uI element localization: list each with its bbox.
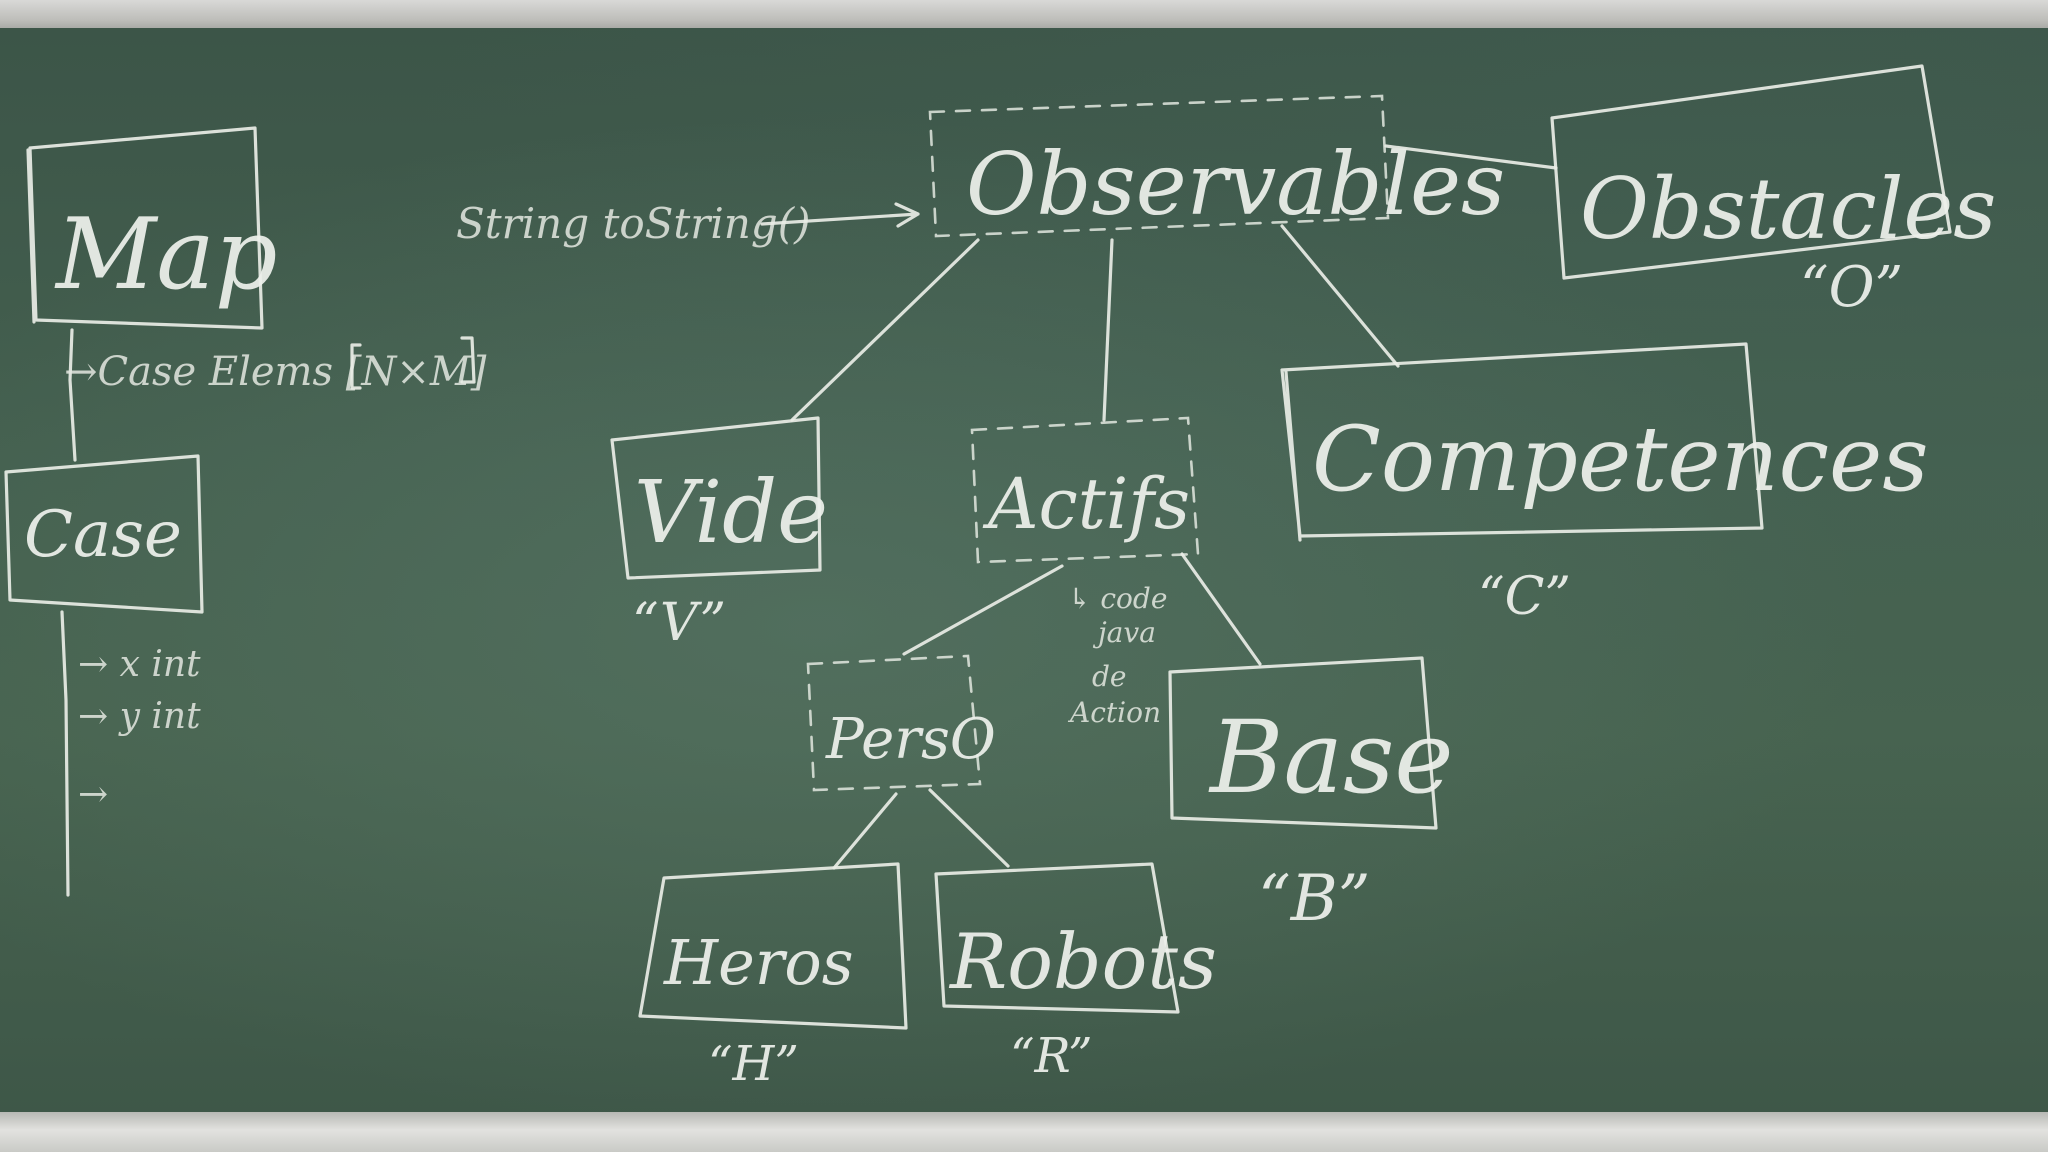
vide-box — [610, 416, 822, 580]
case-y-note: → y int — [78, 696, 201, 737]
actifs-code-note-1: ↳ code — [1068, 582, 1167, 615]
base-label: Base — [1208, 699, 1454, 816]
perso-dashed-box — [806, 654, 982, 792]
heros-symbol: “H” — [708, 1036, 799, 1092]
actifs-base-link — [1180, 552, 1262, 666]
map-label: Map — [54, 198, 278, 312]
perso-label: PersO — [825, 707, 996, 772]
observables-label: Observables — [966, 135, 1505, 235]
heros-label: Heros — [663, 926, 854, 999]
base-symbol: “B” — [1258, 862, 1370, 936]
competences-symbol: “C” — [1478, 567, 1571, 627]
vide-label: Vide — [634, 463, 828, 563]
actifs-code-note-4: Action — [1067, 696, 1161, 729]
observables-obstacles-link — [1384, 144, 1558, 170]
heros-box — [638, 862, 908, 1030]
elems-bracket — [350, 336, 476, 390]
competences-label: Competences — [1312, 407, 1929, 512]
robots-symbol: “R” — [1010, 1028, 1093, 1084]
chalkboard-surface — [0, 28, 2048, 1116]
actifs-code-note-2: java — [1092, 616, 1156, 649]
case-attr-line — [60, 610, 70, 897]
competences-box — [1280, 342, 1764, 542]
board-frame-bottom — [0, 1112, 2048, 1152]
robots-label: Robots — [948, 917, 1217, 1006]
actifs-perso-link — [902, 564, 1064, 656]
case-x-note: → x int — [78, 644, 201, 685]
obstacles-symbol: “O” — [1800, 255, 1903, 320]
case-box — [4, 454, 204, 614]
case-label: Case — [24, 498, 182, 572]
perso-heros-link — [832, 792, 898, 870]
observables-dashed-box — [928, 94, 1390, 238]
case-more-note: → — [78, 774, 108, 815]
base-box — [1168, 656, 1438, 830]
map-box — [26, 126, 264, 330]
tostring-arrow — [760, 202, 920, 228]
actifs-label: Actifs — [982, 463, 1190, 545]
obstacles-label: Obstacles — [1580, 160, 1996, 258]
observables-competences-link — [1280, 224, 1400, 368]
vide-symbol: “V” — [632, 593, 726, 653]
map-elems-note: →Case Elems [N×M] — [64, 349, 487, 395]
observables-actifs-link — [1102, 238, 1114, 422]
actifs-code-note-3: de — [1092, 660, 1127, 693]
perso-robots-link — [928, 788, 1010, 868]
observables-vide-link — [790, 238, 980, 422]
map-case-connector — [68, 328, 77, 462]
robots-box — [934, 862, 1180, 1014]
actifs-dashed-box — [970, 416, 1200, 564]
obstacles-box — [1550, 64, 1952, 280]
string-tostring-note: String toString() — [456, 199, 810, 248]
